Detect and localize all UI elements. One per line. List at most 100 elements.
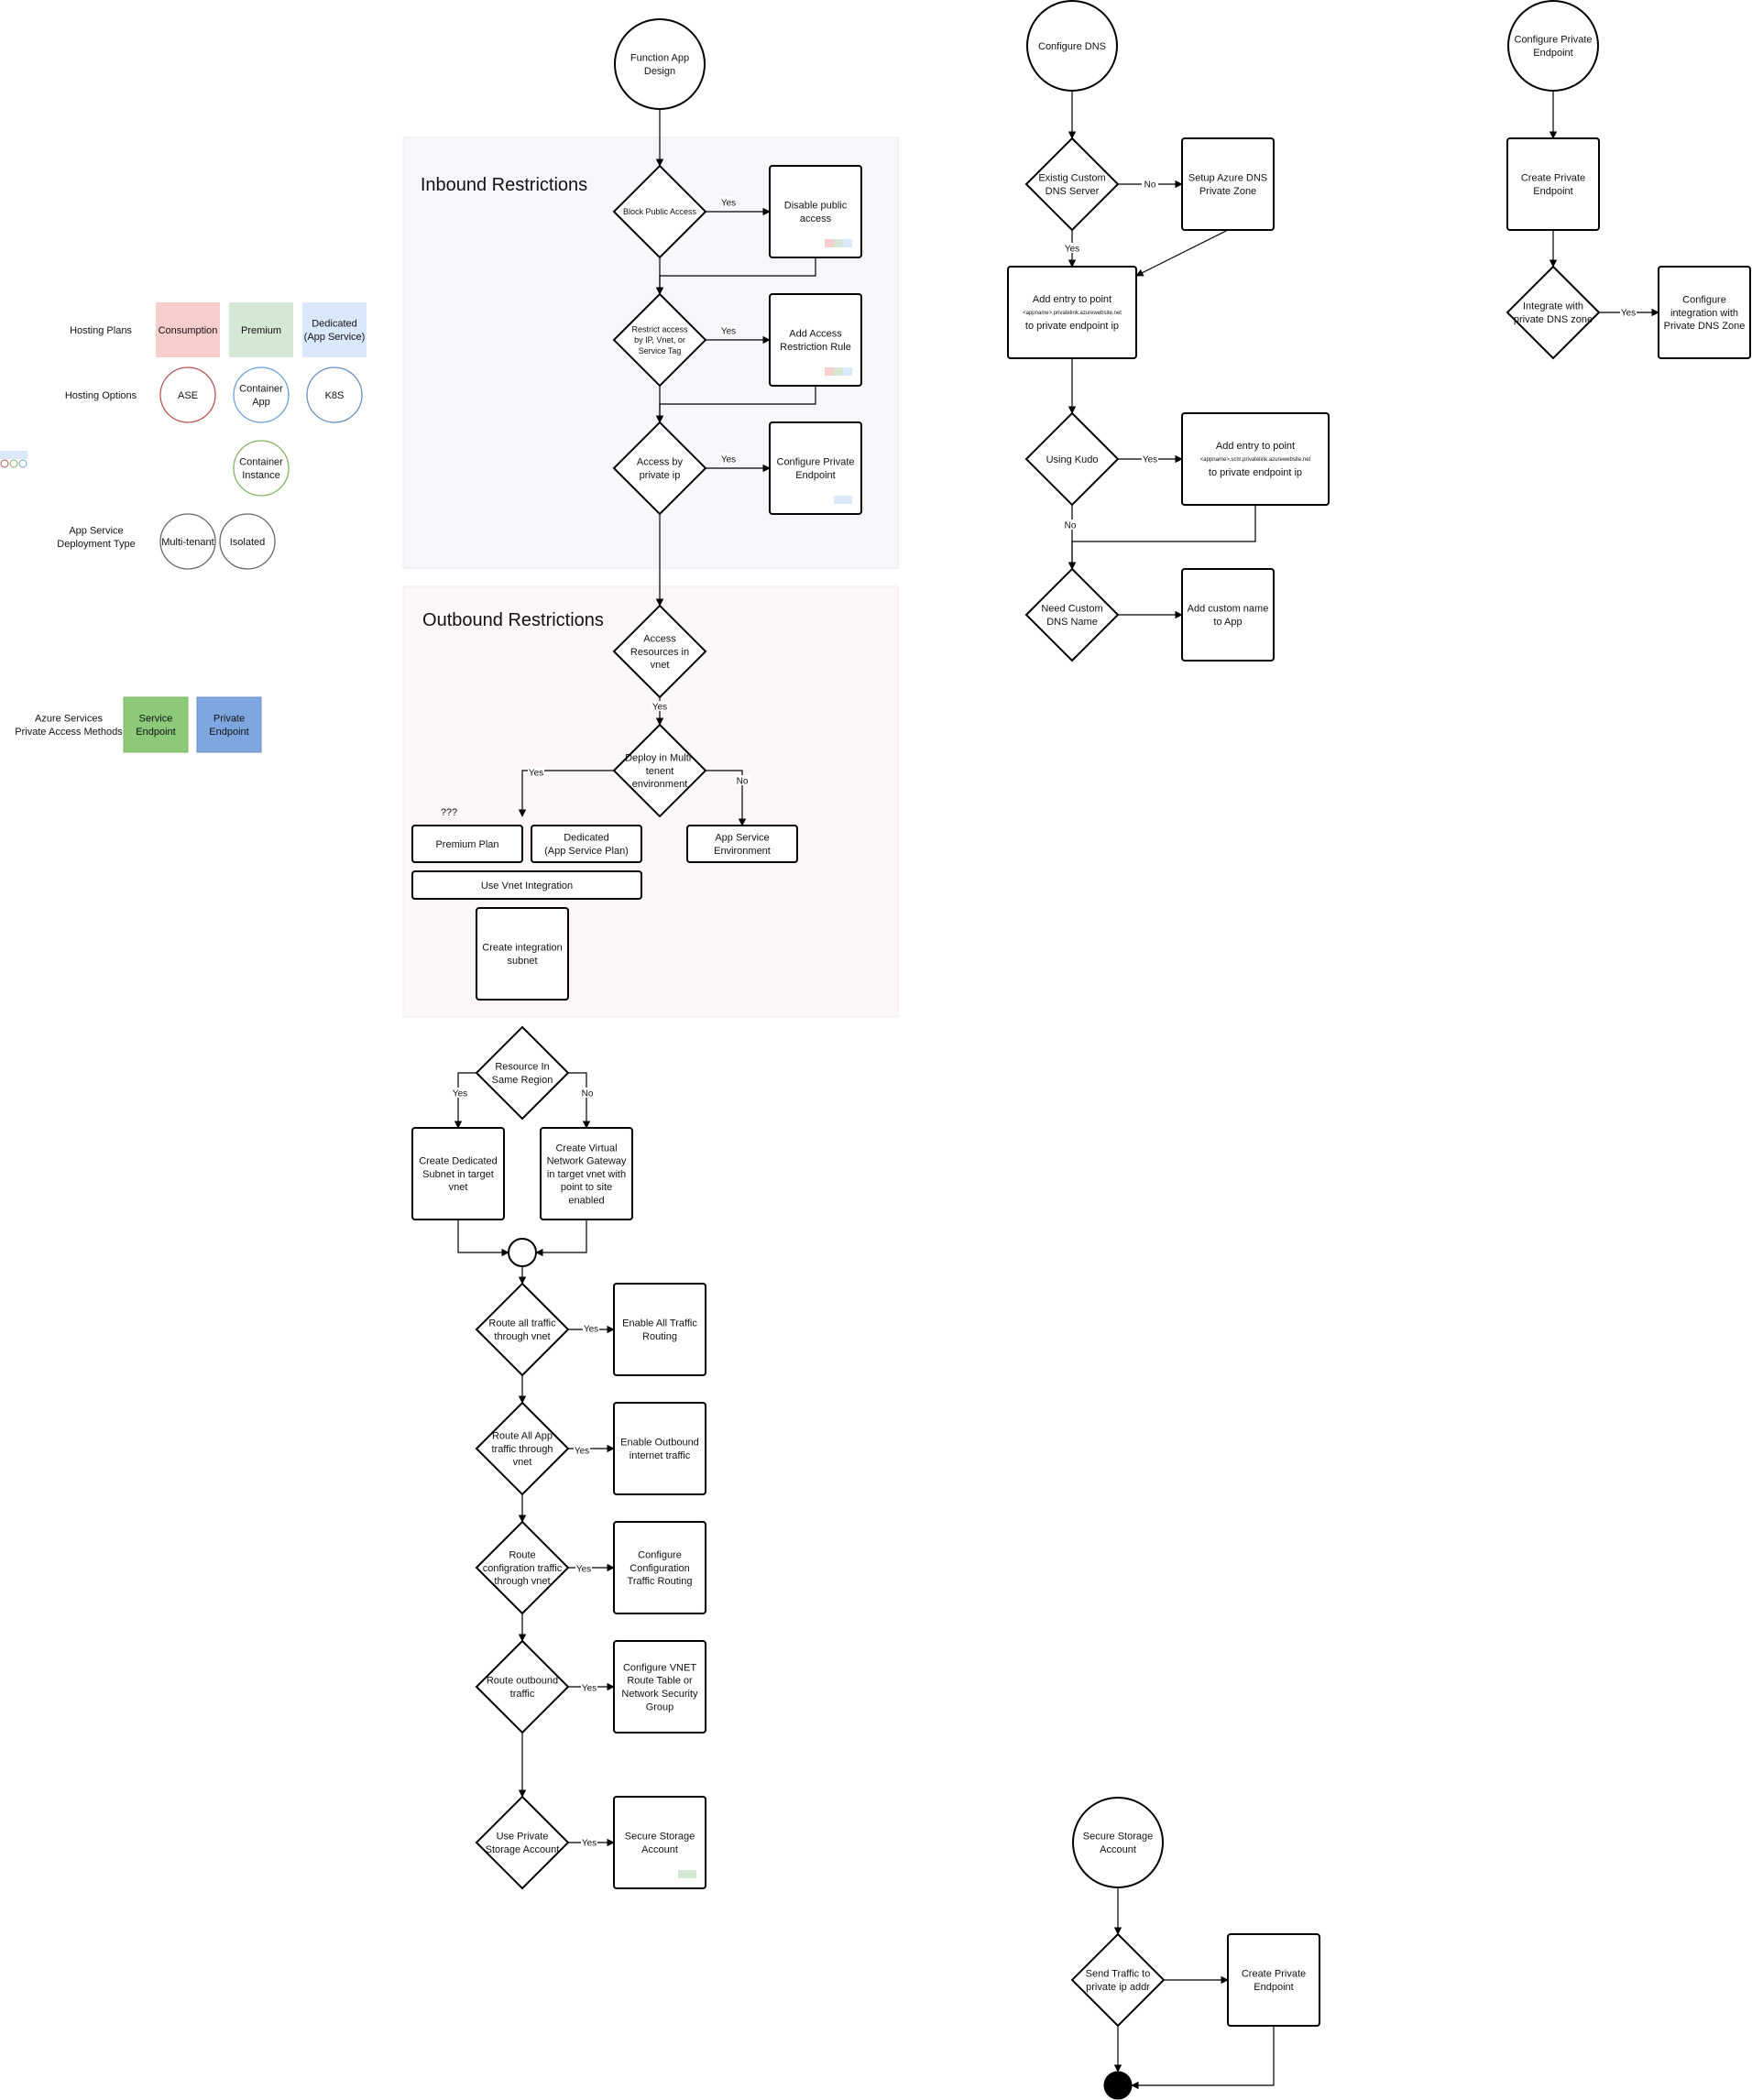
- node-disable-public-access: [769, 165, 862, 258]
- node-block-public-access-label: Block Public Access: [623, 207, 697, 216]
- node-create-subnet: [476, 907, 569, 1001]
- node-configure-dns-integration: [1658, 266, 1751, 359]
- node-premium-plan: [411, 825, 523, 863]
- label-route-all-yes-bg: [583, 1323, 599, 1333]
- node-add-entry-scm-line3: to private endpoint ip: [1209, 467, 1302, 478]
- label-route-outbound-yes: Yes: [582, 1684, 597, 1694]
- node-function-app-design: [614, 18, 706, 110]
- node-configure-pe-start: [1507, 0, 1599, 92]
- label-route-app-yes: Yes: [575, 1447, 589, 1457]
- node-using-kudo-label: Using Kudo: [1046, 454, 1099, 465]
- node-vnet-integration-label: Use Vnet Integration: [481, 880, 573, 891]
- swatch-add-rule-c: [843, 367, 852, 376]
- node-block-public-access: [612, 164, 707, 259]
- label-integrate-yes: Yes: [1621, 309, 1636, 319]
- label-region-no: No: [582, 1089, 594, 1099]
- label-restrict-yes: Yes: [721, 327, 736, 337]
- node-need-custom-dns: [1024, 567, 1120, 662]
- legend-premium: [229, 302, 293, 357]
- node-vnet-gateway: [540, 1127, 633, 1220]
- node-add-entry-line3: to private endpoint ip: [1025, 321, 1119, 332]
- node-setup-dns-zone: [1181, 137, 1275, 231]
- label-route-all-yes: Yes: [584, 1325, 598, 1335]
- node-restrict-access: [612, 292, 707, 388]
- node-use-private-storage: [475, 1795, 570, 1890]
- node-add-entry: [1007, 266, 1137, 359]
- legend-ase: [159, 366, 216, 423]
- node-send-private-ip: [1070, 1932, 1166, 2028]
- node-using-kudo: [1024, 411, 1120, 507]
- edge-disable-return: [655, 257, 816, 295]
- legend-isolated-label: Isolated: [230, 537, 266, 548]
- swatch-add-rule-a: [825, 367, 834, 376]
- label-route-config-yes-bg: [575, 1563, 592, 1573]
- edge-scm-return: [1068, 505, 1256, 570]
- legend-k8s-label: K8S: [325, 390, 345, 401]
- edge-region-no: [568, 1072, 591, 1129]
- node-ase-environment: [686, 825, 798, 863]
- node-enable-outbound: [613, 1402, 706, 1495]
- label-route-outbound-yes-bg: [581, 1682, 597, 1692]
- legend-multi-tenant: [159, 513, 216, 570]
- legend-ase-label: ASE: [178, 390, 198, 401]
- node-vnet-integration: [411, 870, 642, 900]
- node-dedicated-subnet: [411, 1127, 505, 1220]
- node-integrate-dns: [1506, 265, 1601, 360]
- legend-private-endpoint: [196, 696, 262, 753]
- label-region-yes: Yes: [453, 1089, 467, 1099]
- swatch-disable-b: [834, 239, 843, 247]
- label-integrate-yes-bg: [1620, 307, 1637, 317]
- label-block-yes-bg: [720, 197, 737, 207]
- legend-consumption: [156, 302, 220, 357]
- label-storage-yes: Yes: [582, 1839, 597, 1849]
- legend-consumption-label: Consumption: [159, 325, 218, 336]
- legend-service-endpoint: [123, 696, 189, 753]
- legend-dedicated-label: Dedicated(App Service): [304, 319, 366, 343]
- node-storage-create-pe: [1227, 1933, 1320, 2027]
- legend-isolated: [219, 513, 276, 570]
- edge-deploy-no: [706, 770, 747, 826]
- label-deploy-yes-bg: [528, 767, 544, 777]
- label-deploy-no: No: [737, 777, 749, 787]
- legend-container-instance: [233, 440, 290, 497]
- legend-multi-tenant-label: Multi-tenant: [161, 537, 214, 548]
- edge-create-end: [1131, 2026, 1275, 2090]
- label-deploy-yes: Yes: [529, 769, 543, 779]
- legend-mini-ring-b: [9, 459, 18, 468]
- node-dedicated-plan-label: Dedicated(App Service Plan): [544, 833, 629, 857]
- node-route-all: [475, 1282, 570, 1377]
- node-route-app: [475, 1401, 570, 1496]
- node-end: [1103, 2071, 1133, 2100]
- legend-dedicated: [302, 302, 367, 357]
- label-restrict-yes-bg: [720, 325, 737, 335]
- label-route-config-yes: Yes: [576, 1565, 591, 1575]
- node-enable-all-traffic: [613, 1283, 706, 1376]
- node-add-entry-scm-line2: <appname>.scm.privatelink.azurewebsite.n…: [1200, 457, 1311, 463]
- edge-rule-return: [655, 386, 816, 423]
- node-merge: [508, 1238, 537, 1267]
- label-region-no-bg: [579, 1088, 596, 1098]
- label-block-yes: Yes: [721, 199, 736, 209]
